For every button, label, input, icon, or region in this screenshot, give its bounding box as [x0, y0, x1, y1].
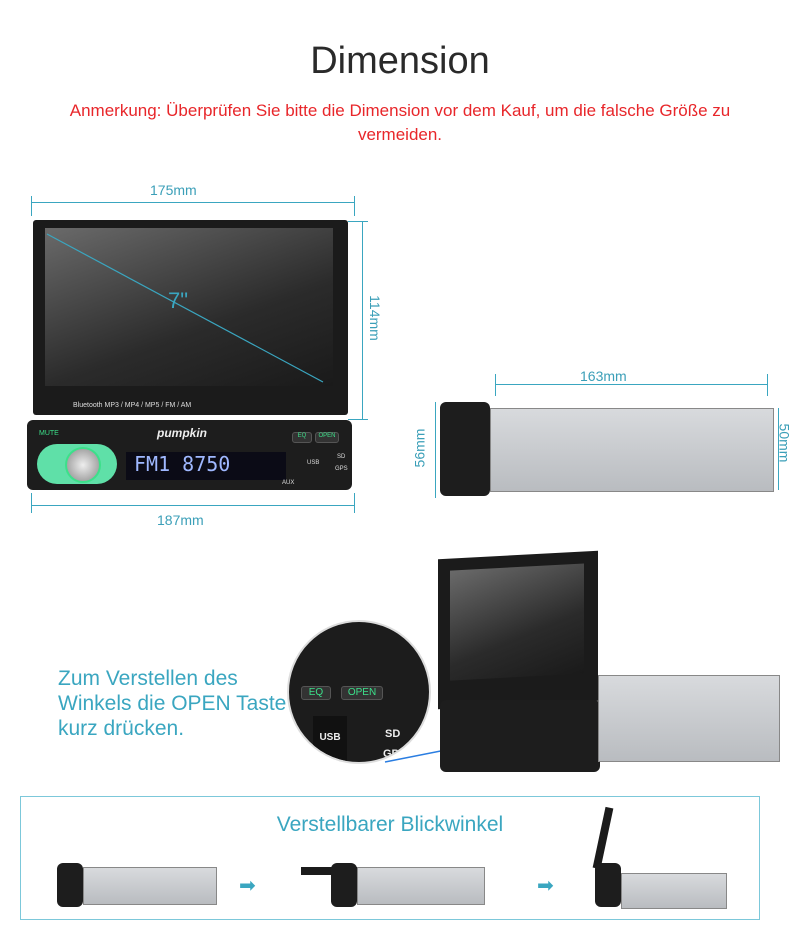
zoom-sd-label: SD — [385, 728, 401, 740]
purchase-note: Anmerkung: Überprüfen Sie bitte die Dime… — [69, 101, 731, 144]
height-right-label: 50mm — [776, 423, 793, 463]
width-bottom-label: 187mm — [157, 512, 204, 528]
tilted-head-unit — [440, 700, 600, 772]
diagonal-label: 7" — [168, 288, 189, 313]
screen — [45, 228, 333, 386]
tilted-chassis — [598, 675, 780, 762]
zoom-usb-port: USB — [313, 716, 347, 762]
gps-slot: GPS — [335, 466, 348, 472]
arrow-icon: ➡ — [239, 875, 256, 897]
stage3-faceplate — [595, 863, 621, 907]
control-knob-area — [37, 444, 117, 484]
head-unit: MUTE pumpkin EQ OPEN FM1 8750 AUX USB SD… — [27, 420, 352, 490]
width-top-label: 175mm — [150, 182, 197, 198]
display: FM1 8750 — [126, 452, 286, 480]
zoom-gps-label: GPS — [383, 748, 407, 760]
open-button: OPEN — [315, 432, 339, 443]
side-chassis — [490, 408, 774, 492]
viewing-angle-title: Verstellbarer Blickwinkel — [276, 813, 504, 836]
sd-slot: SD — [337, 454, 346, 460]
arrow-icon: ➡ — [537, 875, 554, 897]
zoom-open-button: OPEN — [341, 686, 383, 700]
aux-port: AUX — [282, 480, 295, 486]
stage2-chassis — [357, 867, 485, 905]
stage2-faceplate — [331, 863, 357, 907]
mute-button: MUTE — [39, 430, 59, 437]
length-label: 163mm — [580, 368, 627, 384]
side-faceplate — [440, 402, 490, 496]
usb-port: USB — [307, 460, 320, 466]
zoom-inset: EQ OPEN USB SD GPS — [287, 620, 431, 764]
page-title: Dimension — [310, 40, 490, 82]
eq-button: EQ — [292, 432, 312, 443]
panel-text: Bluetooth MP3 / MP4 / MP5 / FM / AM — [73, 402, 192, 409]
monitor: 7" Bluetooth MP3 / MP4 / MP5 / FM / AM — [33, 220, 348, 415]
open-button-tip: Zum Verstellen des Winkels die OPEN Tast… — [58, 667, 287, 740]
stage3-chassis — [621, 873, 727, 909]
height-label: 114mm — [366, 295, 383, 341]
stage1-chassis — [83, 867, 217, 905]
brand-logo: pumpkin — [157, 426, 207, 440]
tilted-monitor — [438, 550, 598, 710]
zoom-eq-button: EQ — [301, 686, 331, 700]
height-left-label: 56mm — [411, 428, 428, 468]
stage1-faceplate — [57, 863, 83, 907]
viewing-angle-box: Verstellbarer Blickwinkel ➡ ➡ — [20, 796, 760, 920]
